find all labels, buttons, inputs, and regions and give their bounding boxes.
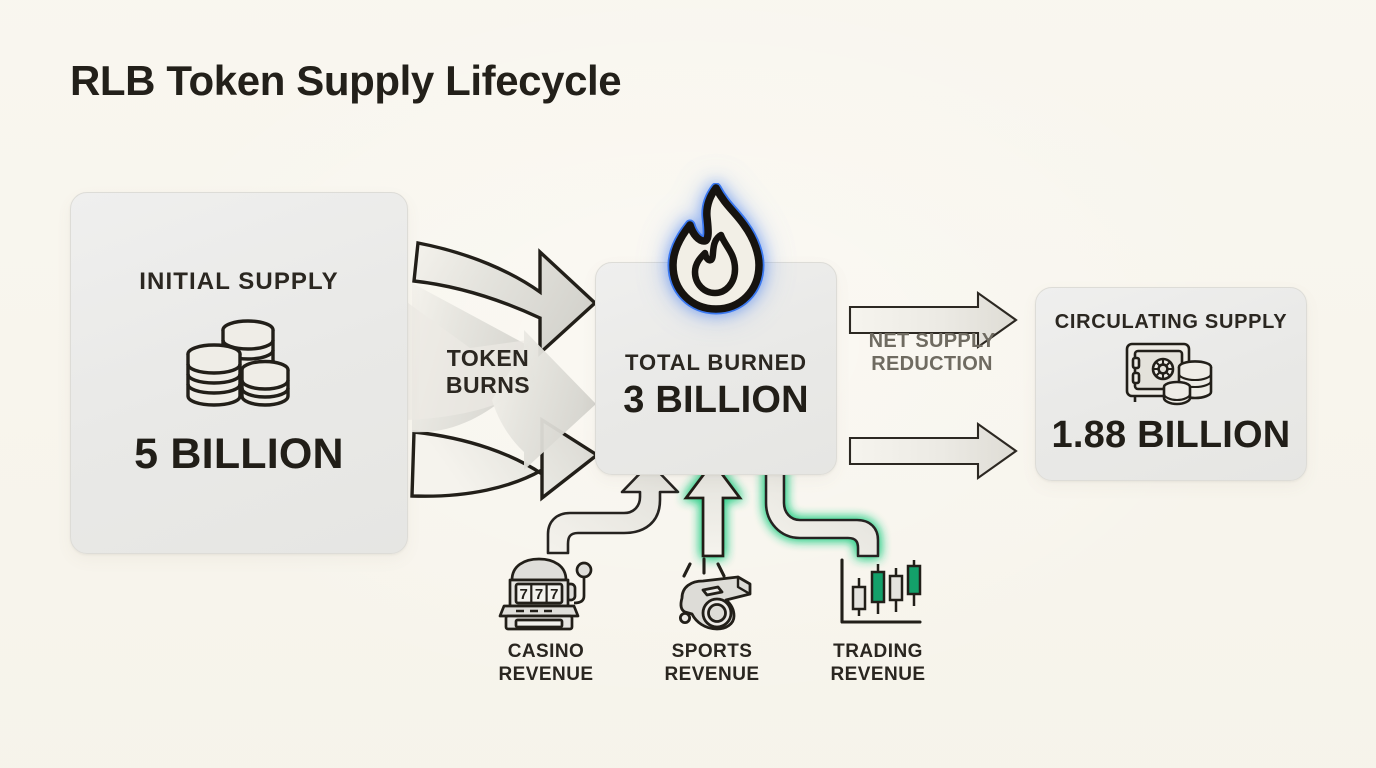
candlestick-chart-icon	[826, 556, 930, 632]
arrow-net-supply-lower	[848, 421, 1018, 481]
circulating-supply-value: 1.88 BILLION	[1051, 414, 1291, 456]
arrow-sports-to-burned	[683, 459, 743, 558]
svg-text:7: 7	[535, 586, 543, 603]
whistle-icon	[660, 556, 764, 632]
revenue-source-casino-label: CASINO REVENUE	[498, 641, 594, 685]
total-burned-value: 3 BILLION	[623, 378, 809, 421]
svg-text:7: 7	[520, 586, 528, 603]
flow-label-net-supply-reduction: NET SUPPLY REDUCTION	[868, 330, 996, 376]
page-title: RLB Token Supply Lifecycle	[70, 57, 622, 104]
arrow-casino-to-burned	[546, 461, 680, 555]
initial-supply-value: 5 BILLION	[134, 429, 344, 478]
revenue-source-trading-label: TRADING REVENUE	[830, 641, 926, 685]
coin-stacks-icon	[180, 316, 298, 412]
revenue-source-casino: 7 7 7 CASINO REVENUE	[460, 556, 632, 687]
safe-with-coins-icon	[1123, 340, 1219, 408]
panel-initial-supply: INITIAL SUPPLY	[70, 192, 408, 554]
circulating-supply-caption: CIRCULATING SUPPLY	[1054, 311, 1288, 333]
flow-label-token-burns: TOKEN BURNS	[445, 345, 531, 398]
arrow-token-burns-lower	[410, 416, 600, 502]
slot-machine-icon: 7 7 7	[494, 556, 598, 632]
revenue-source-sports-label: SPORTS REVENUE	[664, 641, 760, 685]
total-burned-caption: TOTAL BURNED	[625, 349, 807, 375]
flame-icon	[649, 182, 783, 315]
revenue-source-sports: SPORTS REVENUE	[626, 556, 798, 687]
initial-supply-caption: INITIAL SUPPLY	[139, 267, 339, 295]
arrow-trading-to-burned	[764, 468, 880, 558]
svg-text:7: 7	[550, 586, 558, 603]
revenue-source-trading: TRADING REVENUE	[792, 556, 964, 687]
panel-circulating-supply: CIRCULATING SUPPLY	[1035, 287, 1307, 481]
arrow-token-burns-upper	[412, 240, 598, 357]
